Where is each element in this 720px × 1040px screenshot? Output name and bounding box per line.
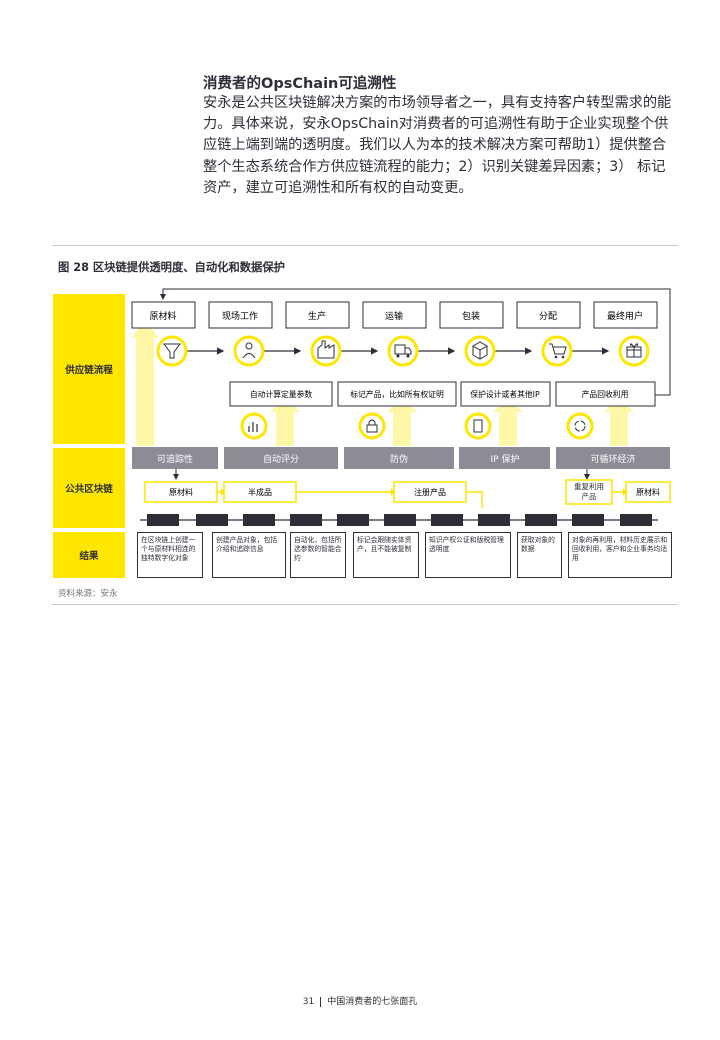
funnel-icon bbox=[156, 335, 188, 367]
up-arrow-anti-fake bbox=[387, 398, 417, 446]
row-label-bg-chain bbox=[53, 448, 125, 528]
chain-reuse-product: 重复利用产品 bbox=[574, 482, 604, 501]
section-title: 消费者的OpsChain可追溯性 bbox=[203, 76, 397, 92]
stage-boxes bbox=[131, 301, 658, 329]
mid-box-tagging: 标记产品，比如所有权证明 bbox=[350, 389, 444, 399]
stage-packaging: 包装 bbox=[462, 310, 480, 322]
gray-bars bbox=[132, 447, 670, 469]
result-7: 对象的再利用，材料历史展示和回收利用，客户和企业事务均适用 bbox=[568, 532, 672, 578]
row-label-supply: 供应链流程 bbox=[64, 364, 113, 376]
result-3: 自动化，包括所选参数的智能合约 bbox=[290, 532, 346, 578]
result-4: 标记会跟随实体资产，且不能被复制 bbox=[353, 532, 419, 578]
divider-top bbox=[52, 245, 678, 246]
chain-raw-material: 原材料 bbox=[169, 487, 193, 497]
gift-icon bbox=[618, 335, 650, 367]
bar-anti-counterfeit: 防伪 bbox=[390, 453, 408, 465]
divider-bottom bbox=[52, 604, 678, 605]
chart-icon bbox=[240, 412, 268, 440]
result-2: 创建产品对象，包括介绍和追踪信息 bbox=[212, 532, 286, 578]
worker-icon bbox=[233, 335, 265, 367]
stage-distribution: 分配 bbox=[539, 311, 557, 322]
mid-box-ip-protect: 保护设计或者其他IP bbox=[470, 389, 540, 399]
section-paragraph: 安永是公共区块链解决方案的市场领导者之一，具有支持客户转型需求的能力。具体来说，… bbox=[203, 95, 672, 196]
truck-icon bbox=[387, 335, 419, 367]
footer-title: 中国消费者的七张面孔 bbox=[327, 997, 418, 1007]
row-label-bg-supply bbox=[53, 294, 125, 444]
up-arrow-ip bbox=[493, 398, 523, 446]
chain-arrowheads bbox=[221, 488, 627, 496]
row-label-chain: 公共区块链 bbox=[65, 483, 113, 495]
stage-field-work: 现场工作 bbox=[222, 310, 258, 322]
bar-ip-protection: IP 保护 bbox=[491, 453, 520, 465]
chain-semi-finished: 半成品 bbox=[248, 487, 272, 497]
mid-box-recycle: 产品回收利用 bbox=[582, 389, 629, 399]
stage-end-user: 最终用户 bbox=[607, 310, 643, 322]
page-number: 31 bbox=[303, 997, 322, 1007]
document-icon bbox=[464, 412, 492, 440]
result-5: 知识产权公证和版税管理透明度 bbox=[425, 532, 511, 578]
bar-auto-scoring: 自动评分 bbox=[263, 453, 299, 465]
chain-flow bbox=[217, 491, 624, 508]
blockchain-diagram: 供应链流程 公共区块链 结果 原材料 现场工作 生产 运输 包装 分配 最终用户 bbox=[53, 288, 671, 578]
factory-icon bbox=[310, 335, 342, 367]
recycle-icon bbox=[566, 412, 594, 440]
mid-box-auto-calc: 自动计算定量参数 bbox=[250, 389, 313, 399]
stage-production: 生产 bbox=[308, 310, 326, 322]
chain-raw-material-end: 原材料 bbox=[636, 487, 660, 497]
bar-traceability: 可追踪性 bbox=[157, 453, 193, 465]
up-arrow-circular bbox=[604, 398, 634, 446]
row-label-bg-result bbox=[53, 532, 125, 578]
chain-registered-product: 注册产品 bbox=[414, 487, 446, 497]
chain-boxes bbox=[144, 479, 671, 505]
stage-transport: 运输 bbox=[385, 310, 403, 322]
page-footer: 31 中国消费者的七张面孔 bbox=[0, 994, 720, 1007]
result-6: 获取对象的数据 bbox=[517, 532, 562, 578]
loop-line bbox=[160, 288, 671, 396]
lock-icon bbox=[358, 412, 386, 440]
figure-source: 资料来源：安永 bbox=[58, 589, 118, 599]
stage-raw-material: 原材料 bbox=[149, 310, 176, 322]
up-arrow-traceability bbox=[131, 320, 159, 446]
up-arrow-scoring bbox=[270, 398, 300, 446]
chain-blocks bbox=[147, 514, 652, 526]
mid-boxes bbox=[229, 381, 656, 407]
figure-title: 图 28 区块链提供透明度、自动化和数据保护 bbox=[58, 261, 285, 274]
row-label-result: 结果 bbox=[78, 550, 99, 562]
cart-icon bbox=[541, 335, 573, 367]
bar-circular-economy: 可循环经济 bbox=[590, 453, 635, 465]
box-icon bbox=[464, 335, 496, 367]
result-1: 在区块链上创建一个与原材料相连的独特数字化对象 bbox=[137, 532, 203, 578]
